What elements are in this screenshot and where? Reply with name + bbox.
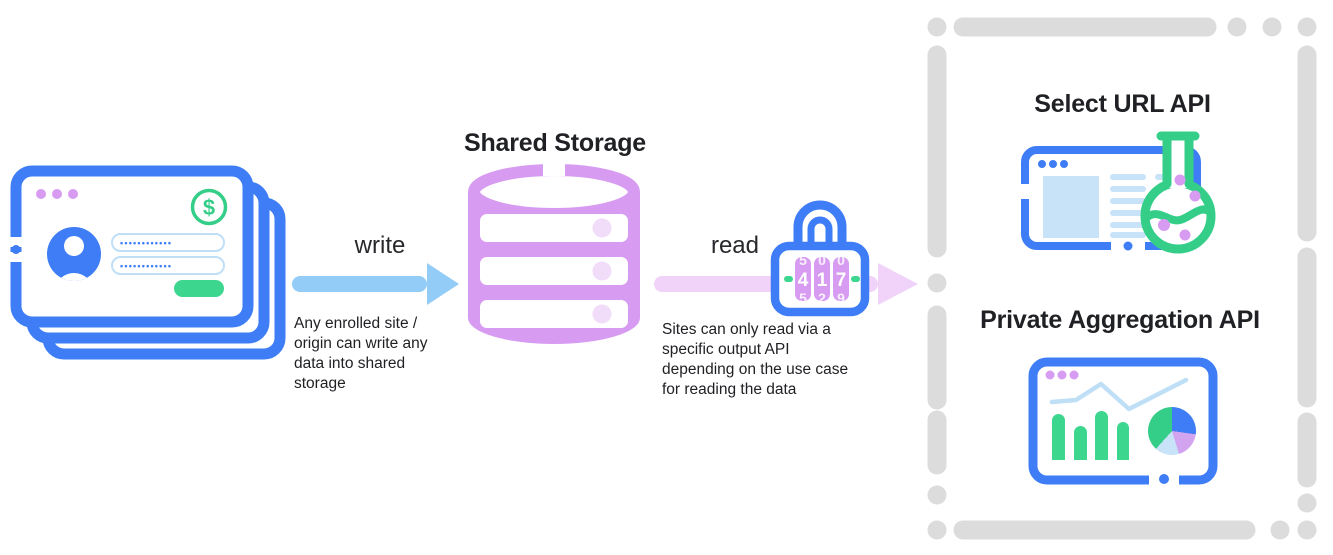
- bar: [1052, 414, 1065, 460]
- dial-digits: 5 0 0 4 1 7 5 2 9: [798, 252, 847, 306]
- bar: [1074, 426, 1087, 460]
- password-field[interactable]: [111, 256, 225, 275]
- frame-dot: [1297, 17, 1317, 37]
- bubble-dot: [1158, 219, 1170, 231]
- bubble-dot: [1189, 190, 1201, 202]
- dial-marker: [784, 276, 793, 282]
- dial-digit-partial: 0: [837, 252, 845, 268]
- frame-dot: [1227, 17, 1247, 37]
- bar-chart-icon: [1052, 411, 1129, 460]
- border-gap: [1017, 184, 1033, 199]
- shared-storage-title: Shared Storage: [464, 129, 646, 157]
- dollar-icon: $: [190, 188, 228, 226]
- frame-dot: [1270, 520, 1290, 540]
- line-chart-icon: [1049, 377, 1189, 412]
- password-field[interactable]: [111, 233, 225, 252]
- border-dot: [1123, 241, 1133, 251]
- frame-dot: [1262, 17, 1282, 37]
- dial-wheel[interactable]: [795, 257, 811, 301]
- db-slot: [480, 214, 628, 242]
- dial-digit-partial: 5: [799, 252, 807, 268]
- private-aggregation-api-title: Private Aggregation API: [980, 306, 1260, 334]
- write-arrow-icon: [292, 263, 459, 305]
- window-dots-icon: [36, 189, 78, 199]
- db-slot: [480, 257, 628, 285]
- cylinder-top-gap: [543, 164, 565, 176]
- browser-stack-icon: $ •••••••••••• ••••••••••••: [10, 165, 286, 360]
- window-dots-icon: [1045, 370, 1079, 380]
- db-slot-dot: [592, 304, 612, 324]
- dial-digit: 1: [817, 270, 828, 291]
- read-caption: Sites can only read via a specific outpu…: [662, 321, 849, 399]
- password-dots: ••••••••••••: [120, 261, 172, 271]
- read-label: read: [710, 232, 760, 259]
- password-dots: ••••••••••••: [120, 238, 172, 248]
- border-dot: [1159, 474, 1169, 484]
- combination-lock-icon: 5 0 0 4 1 7 5 2 9: [770, 200, 870, 317]
- frame-dot: [927, 17, 947, 37]
- border-dot: [11, 245, 21, 254]
- pie-chart-icon: [1148, 407, 1196, 455]
- dial-digit: 4: [798, 270, 809, 291]
- dial-digit: 7: [836, 270, 847, 291]
- private-aggregation-api-icon: [1028, 357, 1218, 488]
- db-slot-dot: [592, 261, 612, 281]
- bar: [1095, 411, 1108, 460]
- dial-wheel[interactable]: [833, 257, 849, 301]
- dial-digit-partial: 2: [818, 290, 826, 306]
- liquid-wave: [1142, 205, 1214, 225]
- frame-dot: [927, 485, 947, 505]
- dial-wheel[interactable]: [814, 257, 830, 301]
- write-caption: Any enrolled site / origin can write any…: [294, 315, 428, 393]
- frame-dot: [927, 273, 947, 293]
- db-slot: [480, 300, 628, 328]
- bar: [1117, 422, 1129, 460]
- dial-digit-partial: 9: [837, 290, 845, 306]
- write-label: write: [354, 232, 406, 259]
- dial-marker: [851, 276, 860, 282]
- flask-icon: [1140, 131, 1216, 254]
- frame-dot: [927, 520, 947, 540]
- select-url-api-title: Select URL API: [1034, 90, 1211, 118]
- db-slot-dot: [592, 218, 612, 238]
- dial-digit-partial: 0: [818, 252, 826, 268]
- dollar-glyph: $: [203, 195, 215, 220]
- window-dots-icon: [1038, 160, 1068, 168]
- border-gap: [10, 237, 22, 247]
- dial-digit-partial: 5: [799, 290, 807, 306]
- select-url-api-icon: [1017, 131, 1216, 254]
- database-icon: [468, 164, 640, 344]
- frame-dot: [1297, 493, 1317, 513]
- bubble-dot: [1174, 174, 1186, 186]
- bubble-dot: [1179, 229, 1191, 241]
- border-gap: [10, 252, 22, 262]
- frame-dot: [1297, 520, 1317, 540]
- content-block: [1043, 176, 1099, 238]
- submit-button[interactable]: [174, 280, 224, 297]
